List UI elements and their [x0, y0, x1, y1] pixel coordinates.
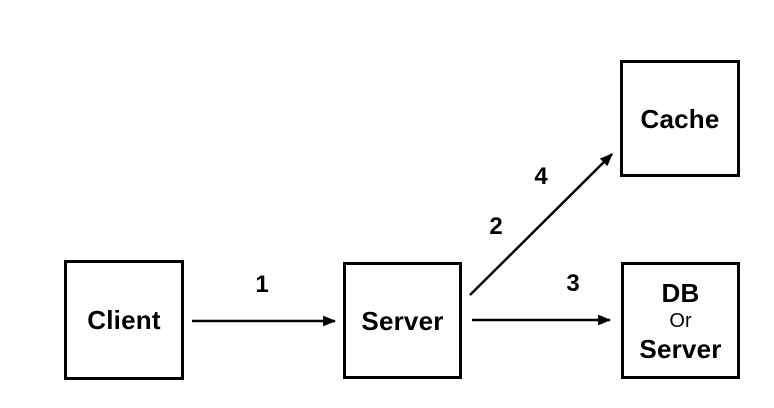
node-db-label-line2: Or: [669, 309, 692, 332]
node-server: Server: [343, 262, 462, 379]
node-db-or-server: DB Or Server: [621, 262, 740, 379]
node-server-label: Server: [361, 305, 444, 336]
node-client-label: Client: [87, 305, 161, 335]
node-client: Client: [64, 260, 184, 380]
edge-label-2: 2: [489, 213, 503, 240]
edge-label-1: 1: [255, 271, 269, 298]
edge-label-4: 4: [534, 163, 548, 190]
node-db-label-line1: DB: [661, 277, 700, 308]
node-cache-label: Cache: [640, 103, 720, 134]
edge-label-3: 3: [566, 270, 580, 297]
node-db-label-line3: Server: [639, 333, 722, 364]
arrow-server-to-cache: [469, 153, 613, 296]
node-cache: Cache: [620, 60, 740, 177]
